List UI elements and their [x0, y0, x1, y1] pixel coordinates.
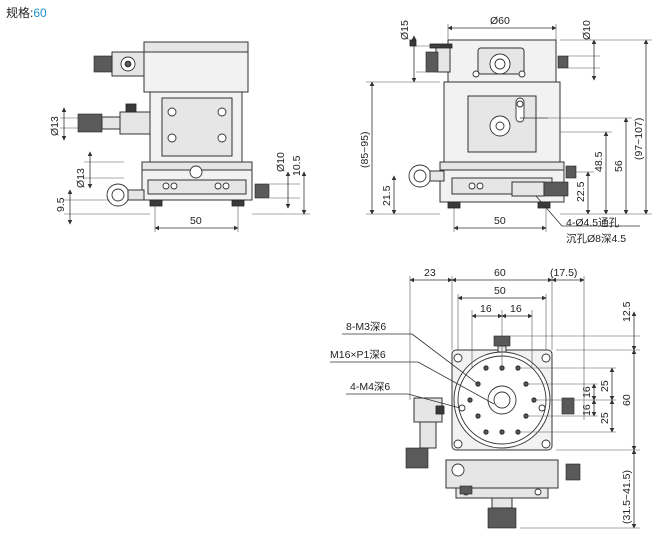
front-dim-d10: Ø10: [275, 152, 287, 172]
side-top-right-knob: [557, 55, 569, 69]
side-dim-h22-5: 22.5: [575, 181, 587, 202]
front-dim-h9-5: 9.5: [55, 197, 67, 212]
top-dim-h16b: 16: [581, 404, 593, 416]
top-dim-w16a: 16: [480, 303, 492, 315]
side-dim-h56: 56: [613, 160, 625, 172]
front-view: Ø13 Ø13 9.5 Ø10 10.5 50: [49, 41, 310, 232]
top-note-m16: M16×P1深6: [330, 349, 386, 361]
top-right-knob: [561, 397, 575, 415]
side-dim-d15: Ø15: [399, 20, 411, 40]
front-dim-w50: 50: [190, 215, 202, 227]
side-dim-range-97-107: (97~107): [633, 118, 645, 160]
top-right-lower-knob: [565, 463, 581, 481]
front-right-knob: [254, 183, 270, 199]
front-upper-micrometer: [93, 51, 145, 77]
side-top-knob: [425, 43, 453, 73]
spec-label: 规格:60: [6, 4, 47, 21]
top-dim-h12-5: 12.5: [621, 301, 633, 322]
side-dim-d10: Ø10: [581, 20, 593, 40]
top-dim-w60: 60: [494, 267, 506, 279]
top-left-micrometer: [405, 397, 473, 495]
top-view: 23 60 (17.5) 50 16 16 12.5 25 25 16 16: [330, 267, 640, 529]
top-dim-h16a: 16: [581, 386, 593, 398]
side-dim-w50: 50: [494, 215, 506, 227]
top-dim-h60: 60: [621, 394, 633, 406]
top-dim-h25a: 25: [599, 380, 611, 392]
front-dim-d13-lower: Ø13: [75, 168, 87, 188]
front-column-face: [161, 97, 233, 157]
top-dim-w16b: 16: [510, 303, 522, 315]
front-dim-d13-upper: Ø13: [49, 116, 61, 136]
top-dim-w23: 23: [424, 267, 436, 279]
side-left-knob: [408, 164, 445, 188]
top-note-m3: 8-M3深6: [346, 321, 386, 333]
side-view: Ø15 Ø60 Ø10 (85~95) 21.5 (97~107) 56 48.…: [359, 15, 652, 245]
side-note-counterbore: 沉孔Ø8深4.5: [566, 232, 626, 245]
side-note-holes: 4-Ø4.5通孔: [566, 216, 620, 229]
front-mid-micrometer: [77, 103, 151, 135]
top-dim-range-31-41: (31.5~41.5): [621, 470, 633, 524]
front-lower-knob: [106, 183, 145, 207]
top-note-m4: 4-M4深6: [350, 381, 390, 393]
spec-label-text: 规格:: [6, 6, 34, 20]
top-dim-h25b: 25: [599, 412, 611, 424]
spec-value: 60: [33, 6, 47, 20]
side-dim-range-85-95: (85~95): [359, 132, 371, 168]
side-dim-h48-5: 48.5: [593, 151, 605, 172]
side-dim-d60: Ø60: [490, 15, 510, 27]
front-top-plate: [143, 41, 249, 53]
side-bottom-micrometer: [511, 165, 577, 197]
side-dim-h21-5: 21.5: [381, 185, 393, 206]
top-dim-w50: 50: [494, 285, 506, 297]
top-dim-w17-5: (17.5): [550, 267, 577, 279]
top-bottom-knob: [487, 507, 517, 529]
front-dim-h10-5: 10.5: [291, 155, 303, 176]
